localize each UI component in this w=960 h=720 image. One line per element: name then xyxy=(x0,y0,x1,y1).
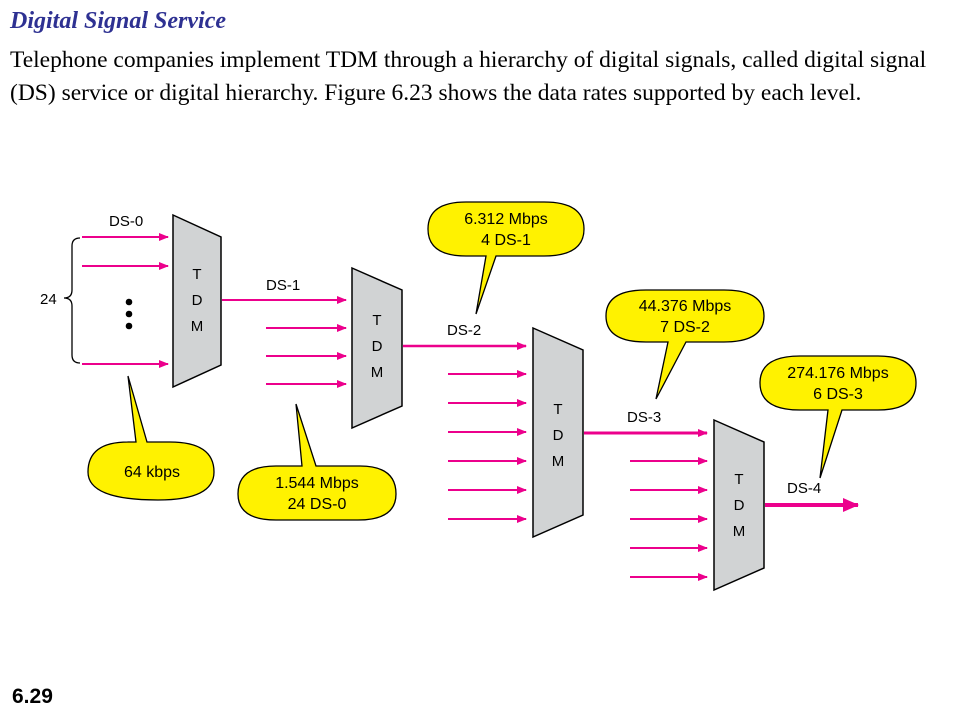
ds4-label: DS-4 xyxy=(787,480,821,497)
callout-text: 44.376 Mbps xyxy=(639,298,732,315)
inputs-count-label: 24 xyxy=(40,291,57,308)
tdm-letter-d: D xyxy=(734,497,745,514)
callout-text: 274.176 Mbps xyxy=(787,365,888,382)
stage-4-inputs xyxy=(630,457,708,581)
callout-text: 64 kbps xyxy=(124,464,180,481)
slide-title: Digital Signal Service xyxy=(10,8,226,34)
tdm-letter-t: T xyxy=(372,312,381,329)
page-number: 6.29 xyxy=(12,685,53,708)
callout-44376-mbps: 44.376 Mbps 7 DS-2 xyxy=(605,289,765,400)
slide-body-text: Telephone companies implement TDM throug… xyxy=(10,47,927,106)
ds2-label: DS-2 xyxy=(447,322,481,339)
ds1-label: DS-1 xyxy=(266,277,300,294)
callout-text: 24 DS-0 xyxy=(288,496,347,513)
callout-text: 4 DS-1 xyxy=(481,232,531,249)
callout-1544-mbps: 1.544 Mbps 24 DS-0 xyxy=(237,403,397,521)
callout-274176-mbps: 274.176 Mbps 6 DS-3 xyxy=(759,355,917,479)
tdm-letter-t: T xyxy=(734,471,743,488)
callout-text: 6.312 Mbps xyxy=(464,211,548,228)
tdm-multiplexer-4: T D M xyxy=(713,418,765,592)
callout-text: 7 DS-2 xyxy=(660,319,710,336)
tdm-letter-d: D xyxy=(553,427,564,444)
callout-64-kbps: 64 kbps xyxy=(87,375,215,501)
ds0-label: DS-0 xyxy=(109,213,143,230)
tdm-letter-t: T xyxy=(553,401,562,418)
callout-text: 1.544 Mbps xyxy=(275,475,359,492)
tdm-letter-d: D xyxy=(192,292,203,309)
tdm-letter-m: M xyxy=(733,523,746,540)
tdm-multiplexer-2: T D M xyxy=(351,266,403,430)
input-brace xyxy=(63,237,81,364)
tdm-letter-d: D xyxy=(372,338,383,355)
callout-6312-mbps: 6.312 Mbps 4 DS-1 xyxy=(427,201,585,315)
stage-2-inputs xyxy=(266,324,347,388)
tdm-multiplexer-1: T D M xyxy=(172,213,222,389)
callout-text: 6 DS-3 xyxy=(813,386,863,403)
ds3-label: DS-3 xyxy=(627,409,661,426)
tdm-multiplexer-3: T D M xyxy=(532,326,584,539)
stage-1-inputs xyxy=(82,233,169,368)
tdm-letter-m: M xyxy=(552,453,565,470)
tdm-letter-m: M xyxy=(191,318,204,335)
tdm-letter-t: T xyxy=(192,266,201,283)
stage-3-inputs xyxy=(448,370,527,523)
tdm-letter-m: M xyxy=(371,364,384,381)
ellipsis-dots xyxy=(125,298,133,330)
